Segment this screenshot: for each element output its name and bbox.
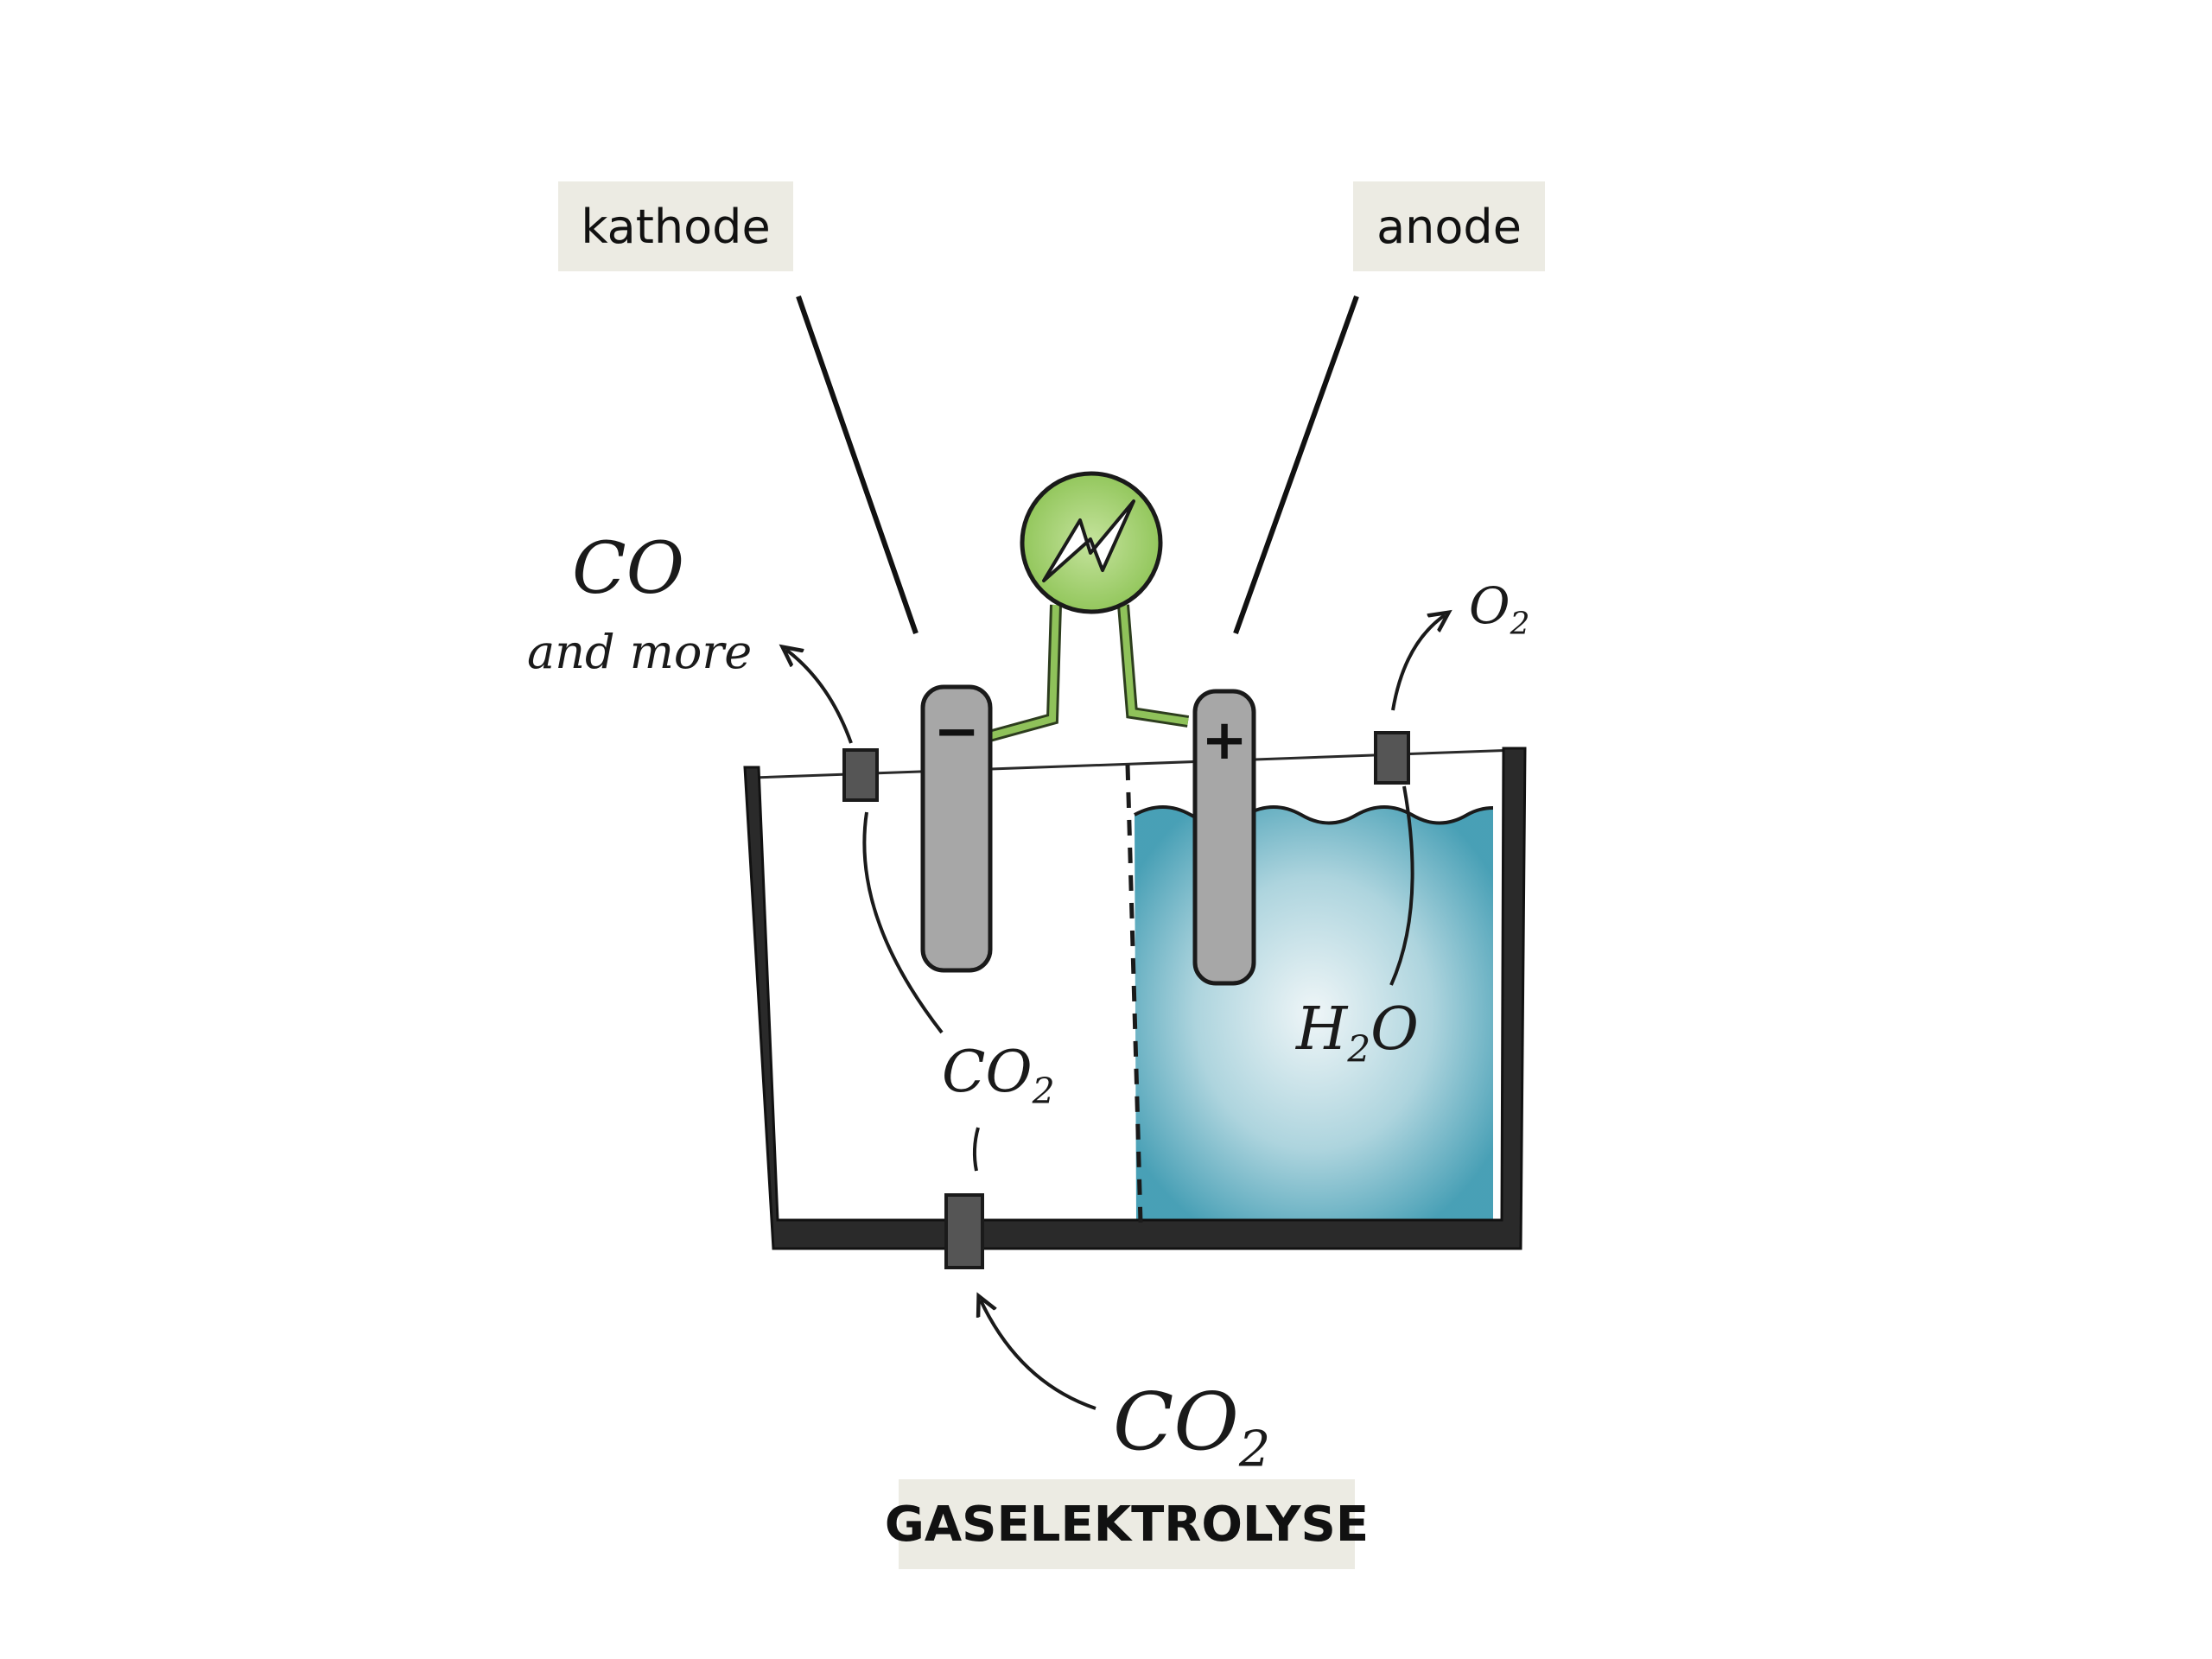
- co2-feed-base: CO: [1113, 1376, 1239, 1468]
- co2-inner-base: CO: [942, 1039, 1033, 1105]
- h2o-base: H: [1296, 995, 1348, 1064]
- cathode-gas-path: [862, 811, 944, 1034]
- h2o-label: H2O: [1296, 1001, 1419, 1068]
- co-exit-arrow: [786, 650, 853, 744]
- cathode-wire-fill: [988, 604, 1059, 740]
- co2-inlet-tick: [972, 1127, 980, 1172]
- anode-gas-port: [1374, 731, 1410, 785]
- cathode-gas-port: [842, 748, 879, 802]
- co-product-label: CO: [572, 528, 684, 610]
- and-more-label: and more: [527, 625, 753, 679]
- co2-inner-label: CO2: [942, 1044, 1055, 1109]
- anode-label: anode: [1353, 181, 1545, 271]
- anode-electrode: [1192, 689, 1256, 986]
- cathode-sign: −: [933, 700, 980, 764]
- o2-exit-arrow: [1391, 615, 1445, 711]
- h2o-subscript: 2: [1347, 1027, 1371, 1071]
- anode-sign: +: [1201, 709, 1248, 772]
- co2-feed-arrow: [981, 1300, 1096, 1410]
- o2-subscript: 2: [1510, 606, 1530, 642]
- membrane-dashed-line: [1125, 764, 1143, 1224]
- o2-product-label: O2: [1469, 581, 1529, 640]
- anode-gas-path: [1389, 785, 1414, 986]
- o2-base: O: [1469, 576, 1510, 635]
- co2-inner-subscript: 2: [1032, 1071, 1055, 1113]
- co2-feed-label: CO2: [1113, 1382, 1270, 1474]
- diagram-title: GASELEKTROLYSE: [885, 1479, 1369, 1569]
- anode-wire-fill: [1120, 604, 1189, 725]
- vessel: [743, 747, 1527, 1250]
- h2o-tail: O: [1370, 995, 1419, 1064]
- cathode-electrode: [920, 684, 993, 973]
- lightning-bolt-icon: [1042, 499, 1135, 582]
- kathode-leader-line: [796, 296, 918, 634]
- kathode-label: kathode: [558, 181, 793, 271]
- anode-leader-line: [1233, 295, 1359, 635]
- co2-feed-subscript: 2: [1238, 1421, 1271, 1478]
- cathode-wire: [988, 604, 1062, 742]
- co2-inlet-port: [944, 1193, 984, 1269]
